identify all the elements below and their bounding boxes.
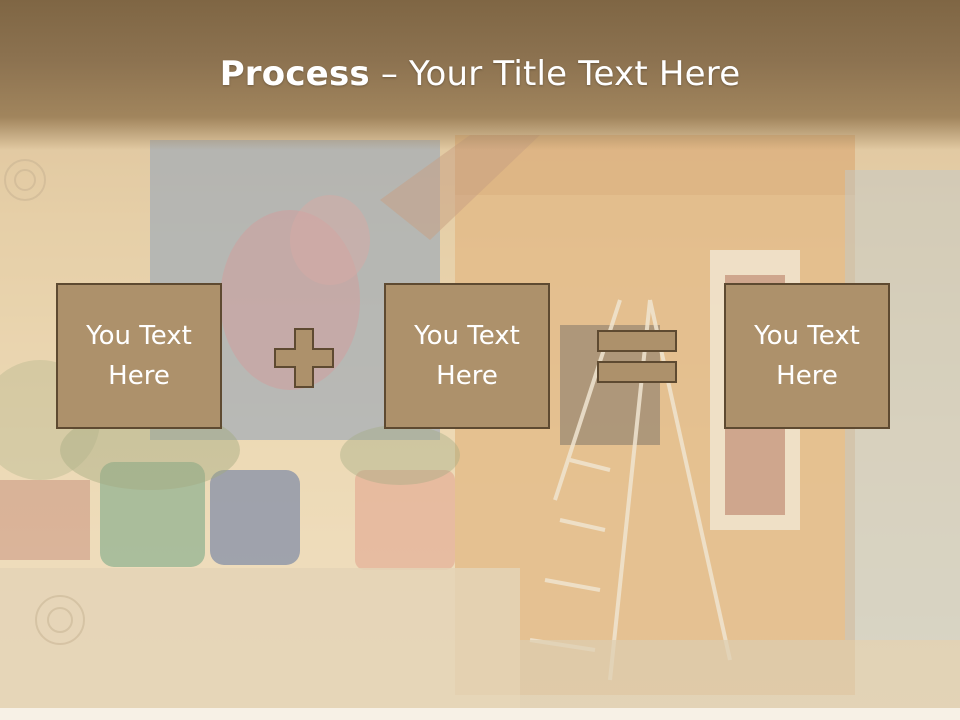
- title-bold: Process: [219, 54, 370, 94]
- process-box-1: You Text Here: [56, 283, 222, 429]
- process-box-1-label: You Text Here: [86, 321, 192, 391]
- title-band: [0, 0, 960, 150]
- title-rest: – Your Title Text Here: [369, 54, 741, 94]
- process-box-2: You Text Here: [384, 283, 550, 429]
- equals-icon: [597, 330, 677, 383]
- plus-icon: [274, 328, 334, 388]
- process-box-2-label: You Text Here: [414, 321, 520, 391]
- slide-title: Process – Your Title Text Here: [0, 54, 960, 94]
- bottom-strip: [0, 708, 960, 720]
- process-box-3: You Text Here: [724, 283, 890, 429]
- process-box-3-label: You Text Here: [754, 321, 860, 391]
